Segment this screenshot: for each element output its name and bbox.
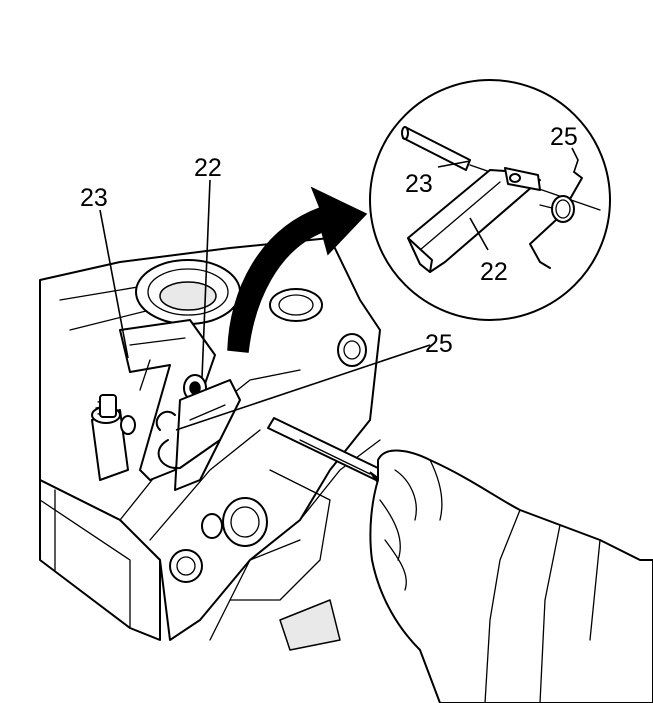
detent-lever-installed	[119, 319, 241, 491]
callout-22-main: 22	[194, 154, 222, 182]
technician-hand	[369, 449, 653, 703]
callout-25-detail: 25	[550, 123, 578, 151]
detail-inset	[369, 79, 611, 321]
callout-23-main: 23	[80, 184, 108, 212]
case-stud	[91, 394, 136, 481]
leader-lines	[99, 147, 579, 431]
callout-23-detail: 23	[405, 170, 433, 198]
callout-22-detail: 22	[480, 258, 508, 286]
direction-arrow	[227, 186, 368, 353]
callout-25-main: 25	[425, 330, 453, 358]
